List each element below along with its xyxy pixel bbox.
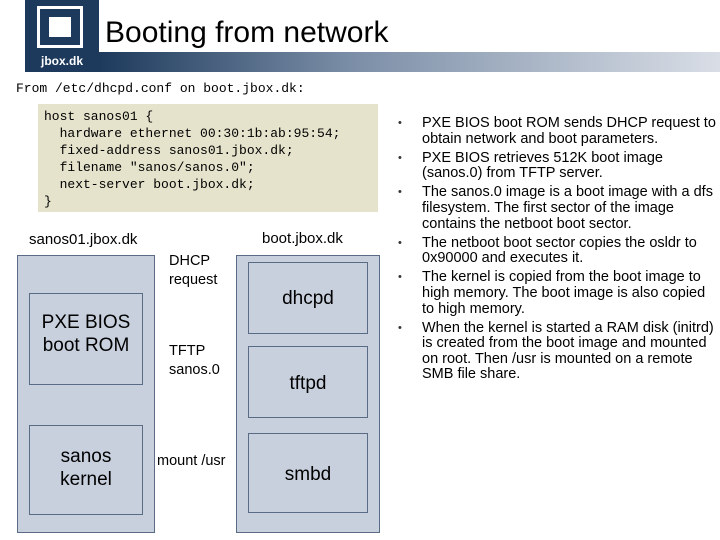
list-item: PXE BIOS boot ROM sends DHCP request to … [398,115,716,147]
list-item: When the kernel is started a RAM disk (i… [398,320,716,383]
flow-label-mount: mount /usr [157,453,226,469]
dhcpd-label: dhcpd [282,288,334,309]
list-item: PXE BIOS retrieves 512K boot image (sano… [398,150,716,182]
dhcpd-config-code: host sanos01 { hardware ethernet 00:30:1… [38,104,378,212]
flow-label-dhcp: DHCP request [169,253,218,288]
page-title: Booting from network [105,16,389,49]
flow-label-tftp: TFTP sanos.0 [169,343,220,378]
pxe-bios-label: PXE BIOS boot ROM [41,312,131,356]
smbd-label: smbd [284,464,332,485]
explanation-list: PXE BIOS boot ROM sends DHCP request to … [398,115,716,387]
config-source-line: From /etc/dhcpd.conf on boot.jbox.dk: [16,81,305,96]
logo-square-icon [37,6,83,48]
list-item: The netboot boot sector copies the osldr… [398,235,716,267]
jbox-logo: jbox.dk [25,0,99,72]
code-line: next-server boot.jbox.dk; [44,177,255,192]
list-item: The kernel is copied from the boot image… [398,270,716,317]
title-rule [99,52,720,72]
pxe-bios-box: PXE BIOS boot ROM [29,293,143,385]
tftpd-label: tftpd [289,373,327,394]
client-host-label: sanos01.jbox.dk [29,231,138,248]
code-line: host sanos01 { [44,109,154,124]
list-item: The sanos.0 image is a boot image with a… [398,185,716,232]
logo-text: jbox.dk [40,54,83,68]
server-host-label: boot.jbox.dk [262,230,343,247]
code-line: hardware ethernet 00:30:1b:ab:95:54; [44,126,341,141]
dhcpd-box: dhcpd [248,262,368,334]
code-line: } [44,194,52,209]
smbd-box: smbd [248,433,368,513]
sanos-kernel-box: sanos kernel [29,425,143,515]
code-line: fixed-address sanos01.jbox.dk; [44,143,294,158]
code-line: filename "sanos/sanos.0"; [44,160,255,175]
sanos-kernel-label: sanos kernel [60,446,112,490]
tftpd-box: tftpd [248,346,368,418]
